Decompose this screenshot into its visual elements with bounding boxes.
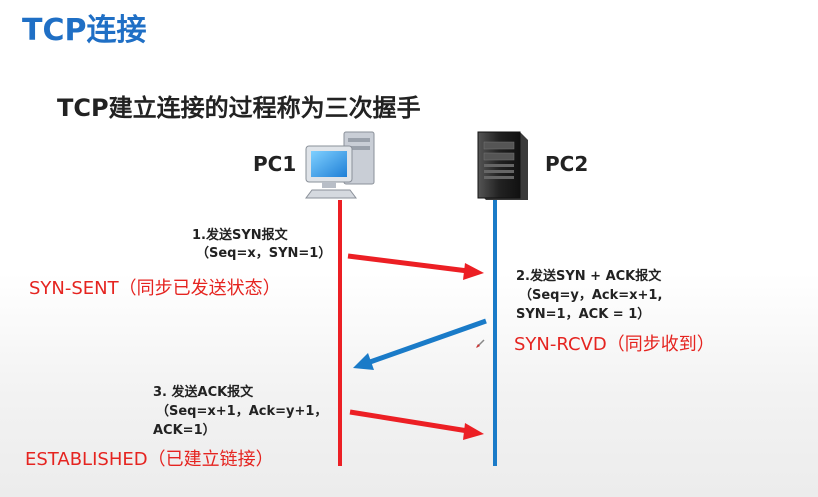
syn-ack-arrow <box>353 318 487 370</box>
state-established: ESTABLISHED（已建立链接） <box>25 449 274 470</box>
step-2-title: 2.发送SYN + ACK报文 <box>516 269 662 284</box>
title-band <box>0 12 262 50</box>
slide-title: TCP连接 <box>22 13 147 48</box>
step-2-params: （Seq=y，Ack=x+1, <box>519 288 663 303</box>
step-3-flags: ACK=1） <box>153 423 216 438</box>
desktop-computer-icon <box>305 131 375 199</box>
state-syn-sent: SYN-SENT（同步已发送状态） <box>29 278 281 299</box>
syn-arrow <box>347 253 484 280</box>
pen-cursor-icon <box>476 339 485 348</box>
ack-arrow <box>349 409 484 440</box>
state-syn-rcvd: SYN-RCVD（同步收到） <box>514 334 715 355</box>
step-3-title: 3. 发送ACK报文 <box>153 385 254 400</box>
pc1-label: PC1 <box>253 152 297 176</box>
slide-subtitle: TCP建立连接的过程称为三次握手 <box>57 94 421 122</box>
step-2-flags: SYN=1，ACK = 1） <box>516 307 651 322</box>
server-tower-icon <box>477 131 528 200</box>
step-3-params: （Seq=x+1，Ack=y+1， <box>156 404 328 419</box>
step-1-title: 1.发送SYN报文 <box>192 228 288 243</box>
step-1-params: （Seq=x，SYN=1） <box>196 246 332 261</box>
pc2-label: PC2 <box>545 152 589 176</box>
